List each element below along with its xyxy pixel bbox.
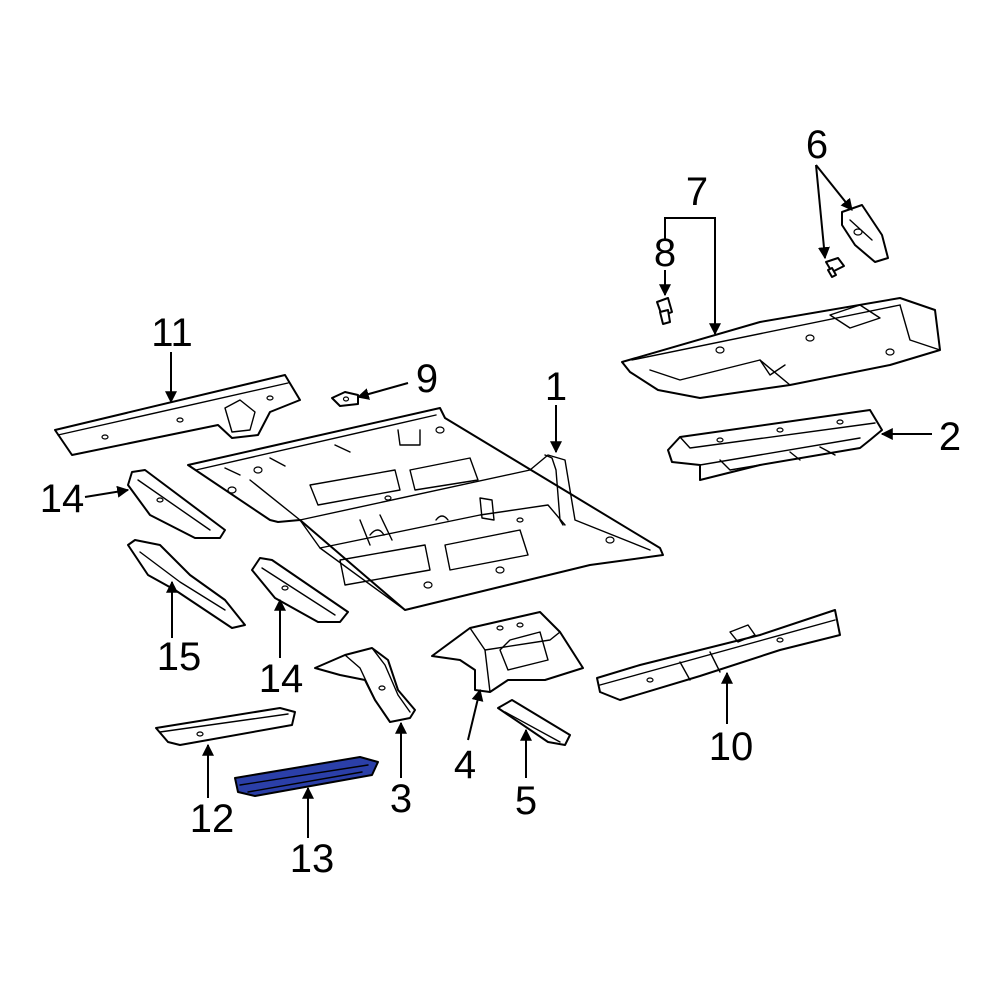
callout-3: 3	[390, 777, 412, 821]
part-14-lower-bracket[interactable]	[251, 557, 349, 623]
callout-14-lower: 14	[259, 657, 304, 701]
callout-13: 13	[290, 837, 335, 881]
callout-9: 9	[416, 357, 438, 401]
part-10-floor-rail[interactable]	[596, 609, 841, 701]
part-11-floor-rail[interactable]	[54, 374, 301, 456]
callout-11: 11	[151, 311, 193, 355]
part-12-reinforcement[interactable]	[155, 707, 296, 746]
callout-7: 7	[686, 170, 708, 214]
callout-2: 2	[939, 415, 961, 459]
callout-6: 6	[806, 123, 828, 167]
part-5-plate[interactable]	[497, 699, 571, 746]
part-8-clip[interactable]	[656, 297, 673, 325]
callout-12: 12	[190, 797, 235, 841]
part-9-small-plate[interactable]	[331, 391, 359, 407]
part-13-highlighted-part[interactable]	[234, 756, 379, 797]
part-14-upper-bracket[interactable]	[127, 469, 226, 539]
callout-15: 15	[157, 635, 202, 679]
callout-14-upper: 14	[40, 477, 85, 521]
part-13-body	[234, 756, 379, 797]
leader-lines	[84, 164, 932, 838]
callout-4: 4	[454, 743, 476, 787]
part-2-rear-floor-member[interactable]	[667, 409, 883, 481]
part-15-side-bracket[interactable]	[127, 539, 246, 629]
part-3-bracket[interactable]	[314, 647, 416, 723]
callouts: 1 2 3 4 5 6 7 8 9 10 11 12 13 14 14 15	[40, 123, 961, 881]
part-4-crossmember-bracket[interactable]	[431, 611, 584, 693]
part-7-center-member[interactable]	[621, 297, 941, 399]
callout-8: 8	[654, 231, 676, 275]
callout-5: 5	[515, 779, 537, 823]
part-1-floor-pan[interactable]	[187, 407, 664, 611]
part-6-bracket-and-bolt[interactable]	[825, 204, 889, 278]
callout-10: 10	[709, 725, 754, 769]
callout-1: 1	[545, 365, 567, 409]
